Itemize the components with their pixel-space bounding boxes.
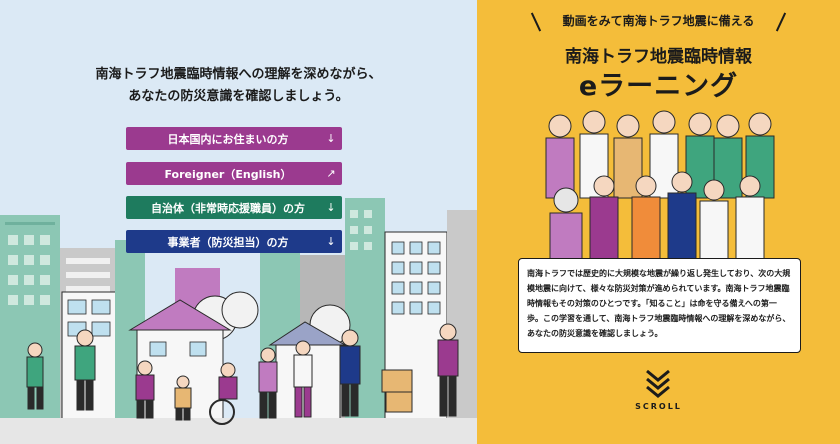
hero-title-elearning: eラーニング (578, 71, 739, 102)
button-municipality-staff[interactable]: 自治体（非常時応援職員）の方 ↓ (126, 196, 342, 219)
left-panel: 南海トラフ地震臨時情報への理解を深めながら、 あなたの防災意識を確認しましょう。… (0, 0, 477, 444)
scroll-label[interactable]: SCROLL (635, 402, 682, 411)
description-box: 南海トラフでは歴史的に大規模な地震が繰り返し発生しており、次の大規模地震に向けて… (518, 258, 801, 353)
button-residents-japan[interactable]: 日本国内にお住まいの方 ↓ (126, 127, 342, 150)
button-foreigner-english[interactable]: Foreigner（English） ↗ (126, 162, 342, 185)
hero-title: 南海トラフ地震臨時情報 (565, 47, 752, 67)
city-illustration (0, 198, 477, 444)
arrow-down-icon: ↓ (326, 235, 336, 248)
hero-tagline: 動画をみて南海トラフ地震に備える (562, 14, 755, 28)
button-label: 自治体（非常時応援職員）の方 (151, 201, 305, 215)
intro-text: 南海トラフ地震臨時情報への理解を深めながら、 あなたの防災意識を確認しましょう。 (0, 64, 477, 108)
arrow-down-icon: ↓ (326, 201, 336, 214)
people-group-illustration (545, 110, 775, 266)
button-business-disaster-officer[interactable]: 事業者（防災担当）の方 ↓ (126, 230, 342, 253)
intro-line-2: あなたの防災意識を確認しましょう。 (128, 89, 349, 104)
right-panel: 動画をみて南海トラフ地震に備える 南海トラフ地震臨時情報 eラーニング 南海トラ… (477, 0, 840, 444)
intro-line-1: 南海トラフ地震臨時情報への理解を深めながら、 (95, 67, 382, 82)
scroll-chevrons-icon[interactable] (645, 369, 671, 399)
button-label: Foreigner（English） (164, 167, 292, 181)
button-label: 事業者（防災担当）の方 (167, 235, 289, 249)
external-link-icon: ↗ (326, 167, 336, 180)
button-label: 日本国内にお住まいの方 (167, 132, 289, 146)
arrow-down-icon: ↓ (326, 132, 336, 145)
